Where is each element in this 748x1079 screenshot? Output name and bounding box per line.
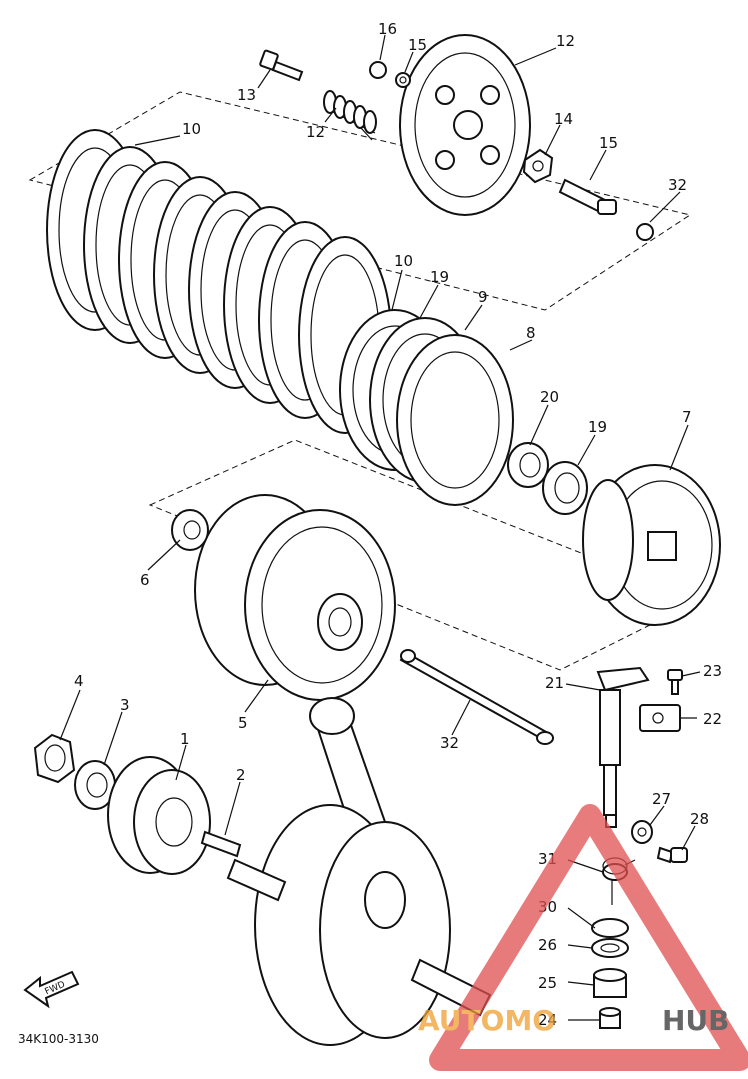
callout-31: 32 xyxy=(440,734,459,752)
callout-12: 12 xyxy=(306,123,325,141)
nut-20 xyxy=(507,442,549,488)
oil-seal-26 xyxy=(591,938,629,958)
callout-15: 15 xyxy=(599,134,618,152)
callout-27: 27 xyxy=(652,790,671,808)
callout-32: 32 xyxy=(668,176,687,194)
pressure-plate xyxy=(399,34,531,216)
nut-4 xyxy=(33,733,76,784)
callout-labels: 16 15 12 13 12 14 15 32 10 10 19 9 8 20 … xyxy=(74,20,722,1029)
callout-8: 8 xyxy=(526,324,536,342)
callout-11: 12 xyxy=(556,32,575,50)
bearing-25 xyxy=(593,968,627,998)
callout-3: 3 xyxy=(120,696,130,714)
watermark-text-dark: HUB xyxy=(662,1004,730,1037)
primary-drive-gear-1 xyxy=(107,756,211,875)
callout-17: 16 xyxy=(378,20,397,38)
push-lever-21 xyxy=(596,666,650,828)
callout-22: 22 xyxy=(703,710,722,728)
bushing-24 xyxy=(599,1007,621,1029)
thrust-plate-6 xyxy=(171,509,209,551)
clutch-boss-7 xyxy=(582,464,721,626)
callout-23: 23 xyxy=(703,662,722,680)
drawing-code: 34K100-3130 xyxy=(18,1032,99,1046)
crankshaft xyxy=(226,697,492,1046)
ball-32 xyxy=(636,223,654,241)
callout-25: 25 xyxy=(538,974,557,992)
callout-13: 13 xyxy=(237,86,256,104)
upper-group-frame xyxy=(28,91,692,311)
key-2 xyxy=(200,830,242,858)
callout-2: 2 xyxy=(236,766,246,784)
watermark-text-orange: AUTOMO xyxy=(418,1004,556,1037)
lock-washer-19 xyxy=(542,461,588,515)
nut-17 xyxy=(369,61,387,79)
holder-22 xyxy=(639,704,681,732)
callout-10: 10 xyxy=(394,252,413,270)
callout-16: 15 xyxy=(408,36,427,54)
callout-24: 24 xyxy=(538,1011,557,1029)
push-rod-15 xyxy=(558,178,617,215)
push-rod-31 xyxy=(399,649,554,745)
callout-7: 7 xyxy=(682,408,692,426)
watermark-logo: AUTOMO HUB xyxy=(418,804,748,1071)
fwd-arrow: FWD xyxy=(23,970,80,1009)
callout-14: 14 xyxy=(554,110,573,128)
nut-14 xyxy=(522,148,554,184)
bolt-13 xyxy=(259,49,304,82)
front-plate-group xyxy=(339,309,514,506)
bolt-28 xyxy=(656,846,688,864)
callout-20: 20 xyxy=(540,388,559,406)
callout-5: 5 xyxy=(238,714,248,732)
lock-washer-3 xyxy=(74,760,116,810)
callout-19: 19 xyxy=(588,418,607,436)
callout-26: 26 xyxy=(538,936,557,954)
callout-21: 21 xyxy=(545,674,564,692)
callout-28: 28 xyxy=(690,810,709,828)
clutch-housing-5 xyxy=(194,494,396,701)
washer-27 xyxy=(631,820,653,844)
callout-10-top: 10 xyxy=(182,120,201,138)
callout-4: 4 xyxy=(74,672,84,690)
leader-lines xyxy=(59,34,701,1021)
washer-29 xyxy=(591,918,629,938)
callout-6: 6 xyxy=(140,571,150,589)
washer-16 xyxy=(395,72,411,88)
clutch-plate-stack xyxy=(46,129,392,434)
screw-23 xyxy=(667,669,683,695)
callout-18: 19 xyxy=(430,268,449,286)
callout-9: 9 xyxy=(478,288,488,306)
callout-1: 1 xyxy=(180,730,190,748)
watermark-triangle xyxy=(429,804,748,1071)
spring-12 xyxy=(323,90,377,141)
